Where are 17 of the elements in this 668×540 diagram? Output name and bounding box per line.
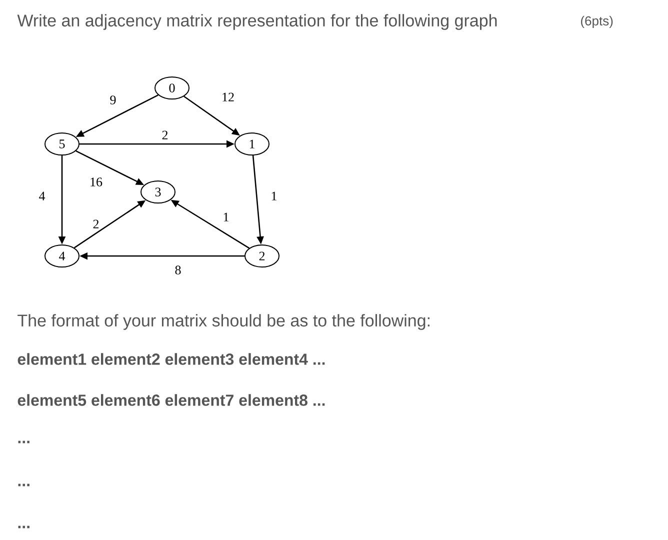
instruction-text: The format of your matrix should be as to the following: <box>18 314 430 330</box>
format-line: ... <box>18 484 30 486</box>
edge-label: 2 <box>160 130 170 140</box>
format-line: element5 element6 element7 element8 ... <box>18 394 325 406</box>
edge-label: 8 <box>174 264 182 276</box>
edge-label: 2 <box>92 218 100 230</box>
edge-label: 1 <box>270 190 278 202</box>
format-line: element1 element2 element3 element4 ... <box>18 353 325 365</box>
points-note: (6pts) <box>581 16 613 28</box>
edge-label: 1 <box>222 212 230 222</box>
format-line: ... <box>18 526 30 528</box>
edge-label: 12 <box>220 92 236 102</box>
edge-label: 9 <box>108 94 118 106</box>
format-line: ... <box>18 440 30 444</box>
edge-label: 16 <box>88 176 104 188</box>
question-title: Write an adjacency matrix representation for the following graph <box>17 14 497 30</box>
edge-label: 4 <box>38 190 46 202</box>
